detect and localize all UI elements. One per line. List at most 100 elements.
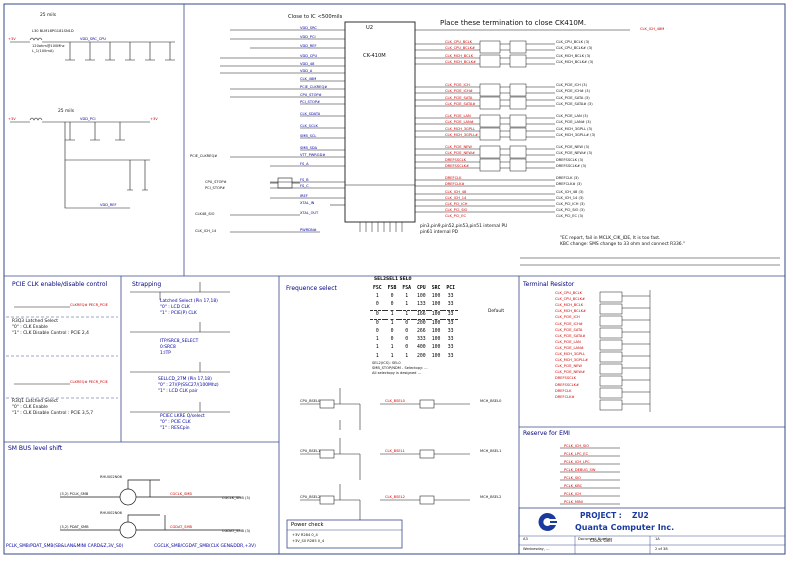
freq-table-cell: 0	[390, 302, 394, 308]
freq-table-cell: 1	[390, 345, 394, 351]
freq-table-cell: 0	[390, 294, 394, 300]
chip-right-clock-dest: CLK_PCIE_ICH (3)	[556, 83, 587, 87]
chip-right-clock-net: CLK_MCH_BCLK#	[445, 60, 477, 64]
inductor-current: L_1(100mA)	[32, 49, 54, 53]
chip-right-clock-dest: CLK_PCI_EC (3)	[556, 214, 584, 218]
terminal-signal: CLK_PCIE_NEW	[555, 364, 582, 369]
smb-left-bot: (3,2) PDAT_SMB	[60, 525, 89, 529]
chip-left-pin: SMB_SCL	[300, 134, 317, 138]
freq-table-cell: 1	[390, 311, 394, 317]
chip-left-pin: VDD_CPU	[300, 54, 318, 58]
terminal-signal: CLK_MCH_3GPLL#	[555, 358, 589, 363]
chip-right-clock-net: CLK_ICH_14	[445, 196, 467, 200]
strap3-title: SELLCD_27M (Pin 17,18)	[158, 377, 212, 382]
note-place-termination: Place these termination to close CK410M.	[440, 19, 587, 27]
chip-right-clock-net: CLK_PCI_ICH	[445, 202, 468, 206]
freq-table-cell: 1	[405, 353, 409, 359]
chip-left-pin: VDD_PCI	[300, 35, 316, 39]
freq-table-cell: 100	[417, 294, 426, 300]
chip-right-clock-net: CLK_PCIE_SATA#	[445, 102, 476, 106]
strap4-b: "1" : RESCpin	[160, 426, 190, 431]
freq-table-header: CPU	[417, 286, 426, 291]
strap1-title: Latched Select (Pin 17,18)	[160, 299, 218, 304]
reserve-signal: PCLK_LPC_EC	[564, 452, 589, 456]
freq-table-cell: 1	[405, 302, 409, 308]
terminal-signal: DREFSSCLK	[555, 376, 576, 381]
title-doc-label: Document Number	[578, 537, 613, 541]
chip-left-pin: FS_C	[300, 184, 309, 188]
inductor-imp: 120ohm@100Mhz	[32, 44, 65, 48]
pcie-ctrl-sig1: CLKREQ# PECR_PCIE	[70, 303, 108, 307]
chip-right-clock-dest: CLK_PCIE_LAN# (3)	[556, 120, 591, 124]
terminal-signal: CLK_PCIE_NEW#	[555, 370, 585, 375]
section-freq-select: Frequence select	[286, 285, 337, 292]
title-rev: 1A	[655, 537, 660, 541]
terminal-signal: CLK_PCIE_SATA#	[555, 333, 586, 338]
pcie-ctrl-line6: "1" : CLK Disable Control : PCIE 3,5,7	[12, 411, 94, 416]
freq-table-cell: 0	[390, 329, 394, 335]
chip-right-clock-dest: DREFCLK (3)	[556, 176, 579, 180]
chip-right-clock-dest: CLK_PCI_ICH (3)	[556, 202, 585, 206]
chip-right-clock-net: CLK_PCIE_LAN#	[445, 120, 474, 124]
smb-right-bot: CGDAT_SMB (3)	[222, 529, 251, 533]
freq-table-cell: 0	[375, 302, 379, 308]
freq-table-cell: 1	[375, 353, 379, 359]
freq-signal: CPU_BSEL1	[300, 449, 321, 453]
chip-right-clock-net: CLK_PCIE_LAN	[445, 114, 471, 118]
vdd-src-cpu: VDD_SRC_CPU	[80, 37, 107, 41]
reserve-signal: PCLK_MINI	[564, 500, 583, 504]
chip-left-pin: CPU_STOP#	[300, 93, 322, 97]
freq-table-cell: 100	[431, 345, 441, 351]
terminal-signal: CLK_CPU_BCLK#	[555, 297, 586, 302]
freq-table-cell: 0	[375, 329, 379, 335]
chip-right-clock-net: CLK_PCIE_ICH#	[445, 89, 473, 93]
chip-right-clock-net: DREFSSCLK	[445, 158, 466, 162]
strap3-a: "0" : 27/(P)SSC27/(100Mhz)	[158, 383, 219, 388]
rail-3v-a: +3V	[8, 37, 16, 41]
freq-table-cell: 400	[417, 345, 426, 351]
smb-footer-left: PCLK_SMB/PDAT_SMB(SB&LAN&MINI CARD&Z,3V_…	[6, 544, 124, 549]
chip-right-clock-dest: CLK_MCH_3GPLL# (3)	[556, 133, 596, 137]
note-sel2: SMB_STOP/NDM - Selectopy: ...	[372, 366, 428, 370]
freq-table-cell: 100	[431, 302, 441, 308]
rail-3v-b: +3V	[8, 117, 16, 121]
terminal-signal: CLK_CPU_BCLK	[555, 291, 583, 295]
chip-left-pin: XTAL_OUT	[300, 211, 319, 215]
sig-ich48: CLK_ICH_48M	[640, 27, 665, 31]
chip-right-clock-net: CLK_PCI_SIO	[445, 208, 468, 212]
chip-right-clock-net: CLK_MCH_3GPLL	[445, 127, 476, 131]
freq-table-cell: 100	[431, 320, 441, 326]
chip-right-clock-net: CLK_PCIE_NEW	[445, 145, 472, 149]
reserve-signal: PCLK_KBC	[564, 484, 583, 488]
terminal-signal: CLK_MCH_BCLK	[555, 303, 584, 308]
chip-left-pin: IREF	[300, 194, 308, 198]
freq-table-header: PCI	[446, 286, 456, 291]
chip-right-clock-net: CLK_MCH_BCLK	[445, 54, 474, 58]
freq-table-cell: 33	[447, 302, 454, 308]
terminal-signal: CLK_MCH_BCLK#	[555, 309, 587, 314]
chip-ref: U2	[366, 25, 374, 31]
terminal-signal: DREFSSCLK#	[555, 382, 579, 387]
chip-name: CK-410M	[363, 53, 386, 59]
freq-table-cell: 1	[405, 294, 409, 300]
sig-clk-ich14: CLK_ICH_14	[195, 229, 217, 233]
freq-table-cell: 100	[431, 294, 441, 300]
chip-right-clock-dest: CLK_CPU_BCLK# (3)	[556, 46, 593, 50]
chip-right-clock-net: CLK_PCI_EC	[445, 214, 466, 218]
chip-right-clock-dest: CLK_PCIE_SATA (3)	[556, 96, 590, 100]
freq-table-cell: 1	[375, 337, 379, 343]
smb-right-top: CGCLK_SMB (3)	[222, 496, 251, 500]
terminal-signal: CLK_PCIE_LAN#	[555, 345, 584, 350]
power-check-line2: +3V_S0 R285 0_4	[292, 539, 325, 543]
chip-left-pin: PWRDN#	[300, 228, 317, 232]
note-close-to-ic: Close to IC <500mils	[288, 14, 343, 20]
note-default: Default	[488, 309, 505, 314]
terminal-signal: CLK_PCIE_SATA	[555, 327, 583, 332]
smb-footer-right: CGCLK_SMB/CGDAT_SMB(CLK GEN&DDR,+3V)	[154, 544, 256, 549]
section-strapping: Strapping	[132, 281, 162, 288]
